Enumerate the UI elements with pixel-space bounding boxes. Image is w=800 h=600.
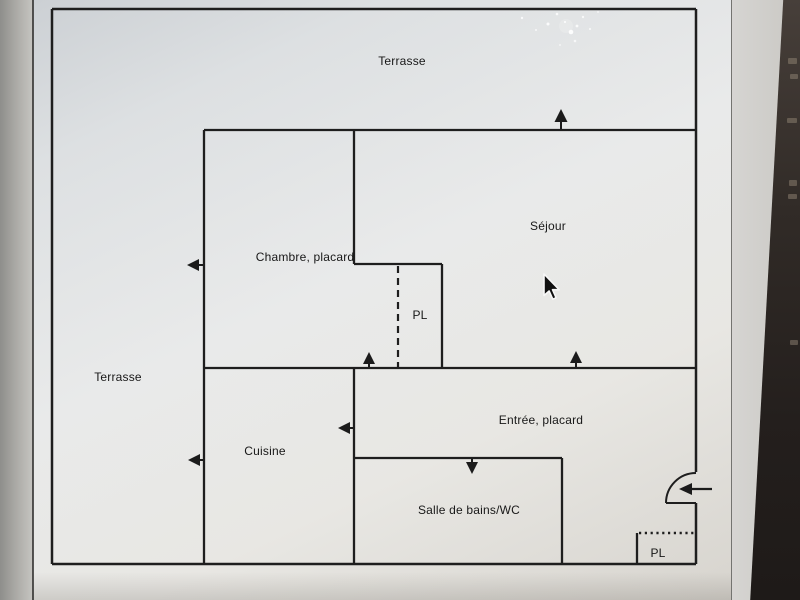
opening-arrow-main-entrance	[679, 483, 712, 495]
room-label-sejour: Séjour	[530, 219, 566, 233]
room-label-terrasse-top: Terrasse	[378, 54, 426, 68]
page-right-border-line	[731, 0, 732, 600]
dust-specks	[520, 11, 599, 46]
bezel-artifact	[788, 58, 797, 64]
screen-left-edge	[0, 0, 33, 600]
bezel-artifact	[790, 340, 798, 345]
opening-arrow-chambre-entry	[363, 352, 375, 367]
opening-arrow-sejour-entry	[570, 351, 582, 367]
room-label-pl-entrance: PL	[650, 546, 666, 560]
room-label-salle-de-bains: Salle de bains/WC	[417, 503, 521, 517]
entrance-door-arc	[665, 472, 697, 504]
room-label-entree: Entrée, placard	[498, 413, 584, 427]
opening-arrow-terrace-top	[554, 109, 568, 129]
opening-arrow-cuisine-entree	[338, 422, 353, 434]
room-label-pl-closet: PL	[412, 308, 428, 322]
bezel-artifact	[790, 74, 798, 79]
outer-boundary-walls	[50, 7, 698, 566]
page-left-border-line	[32, 0, 34, 600]
opening-arrow-bathroom-entry	[466, 459, 478, 474]
opening-arrow-chambre-terrace	[187, 259, 203, 271]
opening-arrow-terrace-cuisine	[188, 454, 203, 466]
bezel-artifact	[787, 118, 797, 123]
bezel-artifact	[789, 180, 797, 186]
room-label-terrasse-left: Terrasse	[94, 370, 142, 384]
apartment-walls	[202, 128, 696, 564]
bezel-artifact	[788, 194, 797, 199]
mouse-cursor-icon	[543, 273, 560, 300]
room-label-chambre: Chambre, placard	[255, 250, 355, 264]
room-label-cuisine: Cuisine	[244, 444, 286, 458]
